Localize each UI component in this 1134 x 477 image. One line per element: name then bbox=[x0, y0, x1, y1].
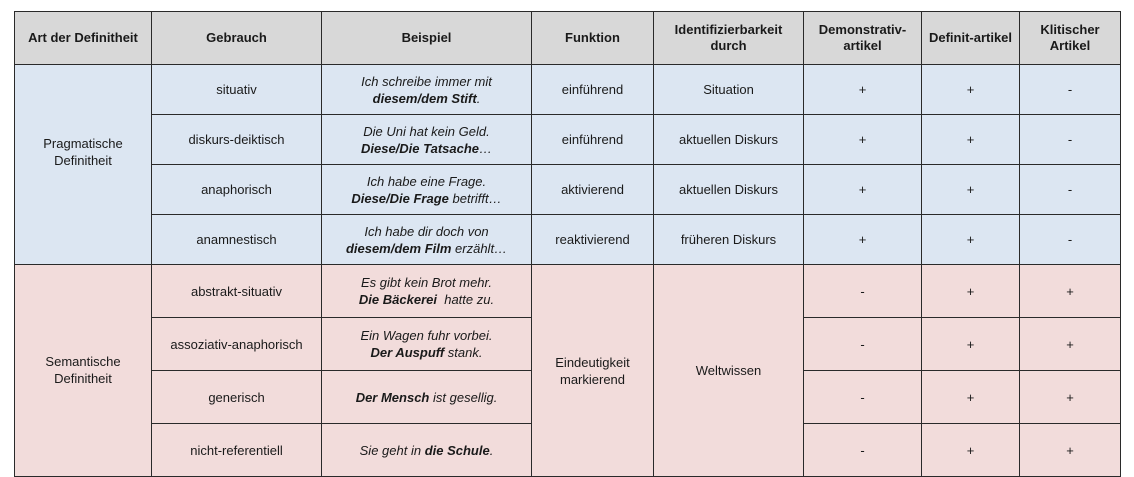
table-row: Semantische Definitheit abstrakt-situati… bbox=[14, 264, 1121, 477]
example-rest: . bbox=[489, 442, 494, 458]
table-row: generisch Der Mensch ist gesellig. - + + bbox=[15, 370, 1121, 424]
header-beispiel: Beispiel bbox=[321, 11, 532, 65]
cell-identifizierbarkeit: aktuellen Diskurs bbox=[653, 164, 804, 215]
cell-funktion: aktivierend bbox=[531, 164, 654, 215]
group-label-semantic: Semantische Definitheit bbox=[14, 264, 152, 477]
cell-definit: + bbox=[921, 214, 1020, 265]
table-row: diskurs-deiktisch Die Uni hat kein Geld.… bbox=[15, 114, 1121, 165]
cell-funktion: einführend bbox=[531, 64, 654, 115]
example-rest: hatte zu. bbox=[436, 292, 495, 307]
example-line-1: Ein Wagen fuhr vorbei. bbox=[360, 328, 493, 343]
header-funktion: Funktion bbox=[531, 11, 654, 65]
cell-beispiel: Ich habe eine Frage. Diese/Die Frage bet… bbox=[321, 164, 532, 215]
example-bold: Diese/Die Frage bbox=[351, 190, 449, 206]
cell-identifizierbarkeit: aktuellen Diskurs bbox=[653, 114, 804, 165]
example-rest: erzählt… bbox=[451, 240, 508, 256]
example-bold: diesem/dem Stift bbox=[372, 90, 477, 106]
cell-klitisch: + bbox=[1019, 370, 1121, 424]
cell-definit: + bbox=[921, 64, 1020, 115]
example-line-1: Ich habe dir doch von bbox=[364, 223, 489, 239]
cell-gebrauch: anamnestisch bbox=[151, 214, 322, 265]
example-line-1: Ich habe eine Frage. bbox=[366, 173, 487, 189]
cell-gebrauch: generisch bbox=[151, 370, 322, 424]
cell-definit: + bbox=[921, 317, 1020, 371]
cell-beispiel: Der Mensch ist gesellig. bbox=[321, 370, 532, 424]
header-gebrauch: Gebrauch bbox=[151, 11, 322, 65]
cell-definit: + bbox=[921, 164, 1020, 215]
cell-klitisch: + bbox=[1019, 264, 1121, 318]
table-row: Pragmatische Definitheit situativ Ich sc… bbox=[14, 64, 1121, 265]
cell-klitisch: - bbox=[1019, 164, 1121, 215]
example-rest: betrifft… bbox=[448, 190, 502, 206]
cell-identifizierbarkeit: Situation bbox=[653, 64, 804, 115]
cell-beispiel: Ein Wagen fuhr vorbei. Der Auspuff stank… bbox=[321, 317, 532, 371]
cell-funktion: reaktivierend bbox=[531, 214, 654, 265]
example-line-1: Ich schreibe immer mit bbox=[361, 73, 492, 89]
cell-identifizierbarkeit: früheren Diskurs bbox=[653, 214, 804, 265]
header-identifizierbarkeit: Identifizierbarkeit durch bbox=[653, 11, 804, 65]
cell-beispiel: Ich habe dir doch von diesem/dem Film er… bbox=[321, 214, 532, 265]
cell-gebrauch: diskurs-deiktisch bbox=[151, 114, 322, 165]
example-rest: … bbox=[479, 140, 493, 156]
example-rest: stank. bbox=[444, 345, 483, 360]
cell-beispiel: Es gibt kein Brot mehr. Die Bäckerei hat… bbox=[321, 264, 532, 318]
cell-demonstrativ: + bbox=[803, 114, 922, 165]
header-definitartikel: Definit-artikel bbox=[921, 11, 1020, 65]
header-art-der-definitheit: Art der Definitheit bbox=[14, 11, 152, 65]
cell-demonstrativ: + bbox=[803, 214, 922, 265]
cell-klitisch: - bbox=[1019, 64, 1121, 115]
table-row: anaphorisch Ich habe eine Frage. Diese/D… bbox=[15, 164, 1121, 215]
cell-funktion-semantic: Eindeutigkeit markierend bbox=[531, 264, 654, 477]
cell-definit: + bbox=[921, 370, 1020, 424]
example-bold: Die Bäckerei bbox=[358, 292, 437, 307]
cell-klitisch: + bbox=[1019, 317, 1121, 371]
example-line-1: Die Uni hat kein Geld. bbox=[363, 123, 490, 139]
cell-demonstrativ: + bbox=[803, 164, 922, 215]
cell-beispiel: Sie geht in die Schule. bbox=[321, 423, 532, 477]
example-bold: Der Mensch bbox=[355, 389, 430, 405]
table-row: assoziativ-anaphorisch Ein Wagen fuhr vo… bbox=[15, 317, 1121, 371]
cell-beispiel: Die Uni hat kein Geld. Diese/Die Tatsach… bbox=[321, 114, 532, 165]
example-bold: Diese/Die Tatsache bbox=[360, 140, 480, 156]
header-klitischer-artikel: Klitischer Artikel bbox=[1019, 11, 1121, 65]
group-label-pragmatic: Pragmatische Definitheit bbox=[14, 64, 152, 265]
definiteness-table: Art der Definitheit Gebrauch Beispiel Fu… bbox=[14, 11, 1121, 477]
cell-funktion: einführend bbox=[531, 114, 654, 165]
header-demonstrativartikel: Demonstrativ-artikel bbox=[803, 11, 922, 65]
cell-gebrauch: nicht-referentiell bbox=[151, 423, 322, 477]
example-rest: . bbox=[476, 90, 481, 106]
cell-gebrauch: abstrakt-situativ bbox=[151, 264, 322, 318]
example-bold: Der Auspuff bbox=[370, 345, 445, 360]
cell-demonstrativ: + bbox=[803, 64, 922, 115]
example-line-1: Es gibt kein Brot mehr. bbox=[360, 275, 492, 290]
cell-definit: + bbox=[921, 423, 1020, 477]
cell-klitisch: + bbox=[1019, 423, 1121, 477]
cell-identifizierbarkeit-semantic: Weltwissen bbox=[653, 264, 804, 477]
example-rest: ist gesellig. bbox=[429, 389, 498, 405]
cell-demonstrativ: - bbox=[803, 423, 922, 477]
cell-beispiel: Ich schreibe immer mit diesem/dem Stift. bbox=[321, 64, 532, 115]
example-bold: diesem/dem Film bbox=[345, 240, 452, 256]
example-pre: Sie geht in bbox=[359, 442, 425, 458]
cell-demonstrativ: - bbox=[803, 317, 922, 371]
cell-klitisch: - bbox=[1019, 114, 1121, 165]
cell-gebrauch: anaphorisch bbox=[151, 164, 322, 215]
example-bold: die Schule bbox=[424, 442, 490, 458]
header-row: Art der Definitheit Gebrauch Beispiel Fu… bbox=[14, 11, 1121, 65]
cell-definit: + bbox=[921, 114, 1020, 165]
cell-demonstrativ: - bbox=[803, 264, 922, 318]
cell-gebrauch: situativ bbox=[151, 64, 322, 115]
cell-klitisch: - bbox=[1019, 214, 1121, 265]
table-row: anamnestisch Ich habe dir doch von diese… bbox=[15, 214, 1121, 265]
cell-demonstrativ: - bbox=[803, 370, 922, 424]
cell-definit: + bbox=[921, 264, 1020, 318]
cell-gebrauch: assoziativ-anaphorisch bbox=[151, 317, 322, 371]
